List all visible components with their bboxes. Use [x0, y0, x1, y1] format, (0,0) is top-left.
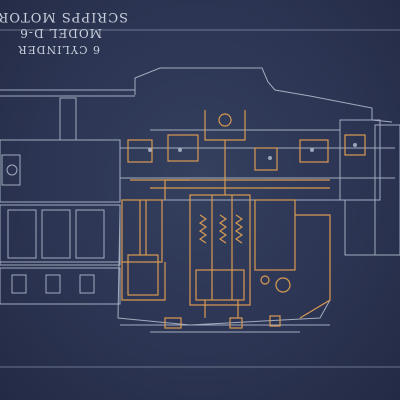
detail-marks	[148, 143, 357, 160]
engine-block-outline	[0, 67, 400, 333]
title-line-2: MODEL D-6	[19, 26, 102, 40]
title-line-3: 6 CYLINDER	[17, 43, 100, 56]
cutaway-section	[121, 110, 366, 329]
drawing-title: SCRIPPS MOTOR MODEL D-6 6 CYLINDER	[0, 8, 130, 58]
sheet-border	[0, 29, 400, 368]
title-line-1: SCRIPPS MOTOR	[0, 9, 128, 24]
